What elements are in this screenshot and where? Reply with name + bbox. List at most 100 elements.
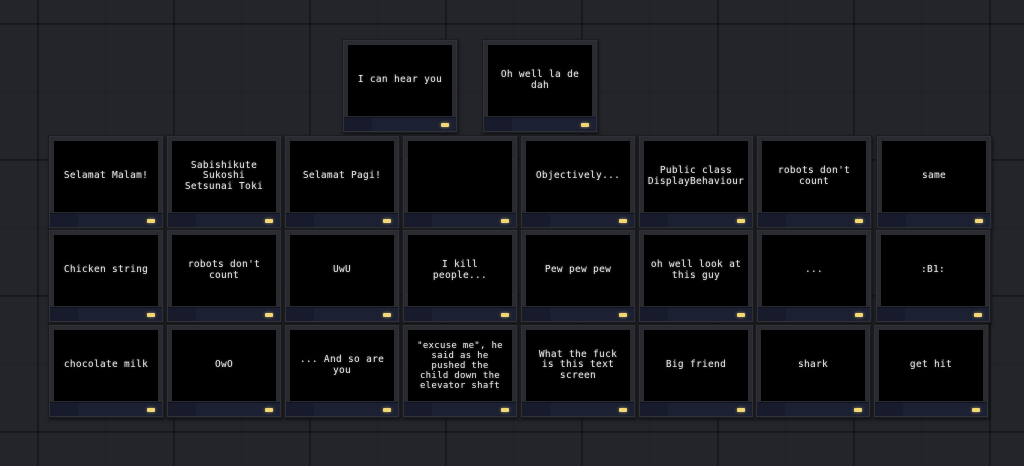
text-monitor[interactable]: I kill people... <box>402 229 518 323</box>
power-led-icon <box>501 408 509 412</box>
power-led-icon <box>147 408 155 412</box>
monitor-base <box>50 307 162 321</box>
text-monitor[interactable]: robots don't count <box>166 229 282 323</box>
monitor-screen-text: Big friend <box>644 330 748 401</box>
text-monitor[interactable]: UwU <box>284 229 400 323</box>
monitor-base <box>286 213 398 227</box>
text-monitor[interactable]: shark <box>755 324 871 418</box>
text-monitor[interactable]: chocolate milk <box>48 324 164 418</box>
monitor-base <box>640 402 752 416</box>
power-led-icon <box>737 313 745 317</box>
monitor-base <box>168 213 280 227</box>
monitor-base <box>344 117 456 131</box>
text-monitor[interactable] <box>402 135 518 229</box>
text-monitor[interactable]: same <box>876 135 992 229</box>
text-monitor[interactable]: Pew pew pew <box>520 229 636 323</box>
monitor-screen-text: same <box>882 141 986 212</box>
text-monitor[interactable]: Oh well la de dah <box>482 39 598 133</box>
text-monitor[interactable]: Sabishikute Sukoshi Setsunai Toki <box>166 135 282 229</box>
monitor-screen-text: Selamat Pagi! <box>290 141 394 212</box>
power-led-icon <box>581 123 589 127</box>
text-monitor[interactable]: Public class DisplayBehaviour <box>638 135 754 229</box>
monitor-base <box>522 213 634 227</box>
text-monitor[interactable]: Big friend <box>638 324 754 418</box>
text-monitor[interactable]: Chicken string <box>48 229 164 323</box>
monitor-screen-text: What the fuck is this text screen <box>526 330 630 401</box>
monitor-screen-text: Selamat Malam! <box>54 141 158 212</box>
monitor-base <box>757 402 869 416</box>
text-monitor[interactable]: Objectively... <box>520 135 636 229</box>
monitor-screen-text: OwO <box>172 330 276 401</box>
power-led-icon <box>265 408 273 412</box>
power-led-icon <box>854 408 862 412</box>
text-monitor[interactable]: Selamat Malam! <box>48 135 164 229</box>
text-monitor[interactable]: get hit <box>873 324 989 418</box>
monitor-base <box>522 402 634 416</box>
monitor-screen-text <box>408 141 512 212</box>
monitor-base <box>50 213 162 227</box>
monitor-base <box>50 402 162 416</box>
power-led-icon <box>501 313 509 317</box>
power-led-icon <box>383 408 391 412</box>
monitor-base <box>484 117 596 131</box>
power-led-icon <box>265 219 273 223</box>
monitor-screen-text: shark <box>761 330 865 401</box>
monitor-screen-text: "excuse me", he said as he pushed the ch… <box>408 330 512 401</box>
monitor-base <box>640 307 752 321</box>
monitor-screen-text: robots don't count <box>172 235 276 306</box>
power-led-icon <box>974 313 982 317</box>
monitor-base <box>877 307 989 321</box>
text-monitor[interactable]: :B1: <box>875 229 991 323</box>
monitor-base <box>640 213 752 227</box>
power-led-icon <box>619 313 627 317</box>
monitor-screen-text: :B1: <box>881 235 985 306</box>
text-monitor[interactable]: ... And so are you <box>284 324 400 418</box>
monitor-screen-text: robots don't count <box>762 141 866 212</box>
text-monitor[interactable]: I can hear you <box>342 39 458 133</box>
monitor-screen-text: UwU <box>290 235 394 306</box>
monitor-screen-text: I kill people... <box>408 235 512 306</box>
monitor-screen-text: Oh well la de dah <box>488 45 592 116</box>
power-led-icon <box>737 219 745 223</box>
power-led-icon <box>619 408 627 412</box>
monitor-screen-text: Chicken string <box>54 235 158 306</box>
text-monitor[interactable]: Selamat Pagi! <box>284 135 400 229</box>
power-led-icon <box>737 408 745 412</box>
monitor-screen-text: I can hear you <box>348 45 452 116</box>
monitor-screen-text: Objectively... <box>526 141 630 212</box>
text-monitor[interactable]: ... <box>756 229 872 323</box>
monitor-base <box>758 213 870 227</box>
monitor-screen-text: oh well look at this guy <box>644 235 748 306</box>
text-monitor[interactable]: What the fuck is this text screen <box>520 324 636 418</box>
power-led-icon <box>265 313 273 317</box>
monitor-base <box>878 213 990 227</box>
monitor-base <box>286 402 398 416</box>
power-led-icon <box>619 219 627 223</box>
monitor-screen-text: Sabishikute Sukoshi Setsunai Toki <box>172 141 276 212</box>
monitor-base <box>404 402 516 416</box>
power-led-icon <box>147 313 155 317</box>
monitor-base <box>168 402 280 416</box>
monitor-base <box>758 307 870 321</box>
monitor-base <box>522 307 634 321</box>
monitor-base <box>286 307 398 321</box>
power-led-icon <box>855 219 863 223</box>
text-monitor[interactable]: "excuse me", he said as he pushed the ch… <box>402 324 518 418</box>
text-monitor[interactable]: robots don't count <box>756 135 872 229</box>
monitor-screen-text: ... <box>762 235 866 306</box>
monitor-base <box>875 402 987 416</box>
monitor-screen-text: get hit <box>879 330 983 401</box>
monitor-screen-text: Pew pew pew <box>526 235 630 306</box>
power-led-icon <box>972 408 980 412</box>
power-led-icon <box>383 313 391 317</box>
power-led-icon <box>441 123 449 127</box>
monitor-base <box>404 213 516 227</box>
monitor-screen-text: ... And so are you <box>290 330 394 401</box>
power-led-icon <box>383 219 391 223</box>
monitor-base <box>168 307 280 321</box>
power-led-icon <box>147 219 155 223</box>
text-monitor[interactable]: OwO <box>166 324 282 418</box>
text-monitor[interactable]: oh well look at this guy <box>638 229 754 323</box>
power-led-icon <box>975 219 983 223</box>
power-led-icon <box>501 219 509 223</box>
